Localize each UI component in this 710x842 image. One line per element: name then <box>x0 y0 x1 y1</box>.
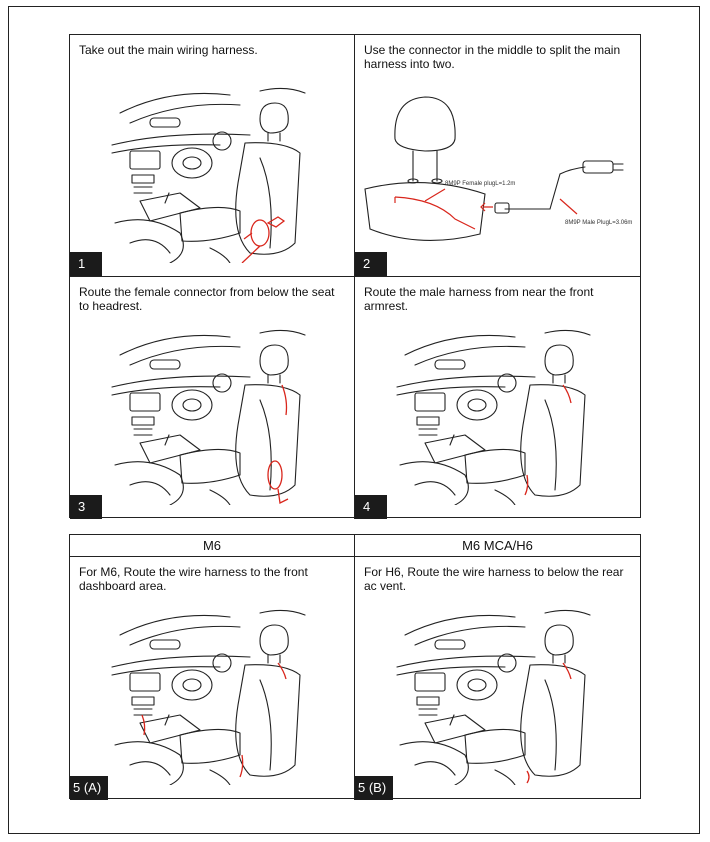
male-plug-label: 8M9P Male PlugL=3.06m <box>565 220 632 226</box>
step-card-3: Route the female connector from below th… <box>70 277 355 519</box>
car-interior-illustration <box>110 325 320 506</box>
variant-card-b: For H6, Route the wire harness to below … <box>355 557 640 800</box>
step-caption: Route the male harness from near the fro… <box>364 285 594 313</box>
variant-caption: For H6, Route the wire harness to below … <box>364 565 624 593</box>
step-card-4: Route the male harness from near the fro… <box>355 277 640 519</box>
step-card-2: Use the connector in the middle to split… <box>355 35 640 277</box>
variant-header-h6: M6 MCA/H6 <box>355 535 640 557</box>
step-caption: Route the female connector from below th… <box>79 285 335 313</box>
step-number-badge: 1 <box>70 252 102 276</box>
step-card-1: Take out the main wiring harness. 1 <box>70 35 355 277</box>
step-number-badge: 2 <box>355 252 387 276</box>
car-interior-illustration <box>110 605 320 786</box>
steps-grid: Take out the main wiring harness. 1 Use … <box>69 34 641 519</box>
car-interior-illustration <box>395 605 605 786</box>
variant-card-a: For M6, Route the wire harness to the fr… <box>70 557 355 800</box>
page-frame <box>8 6 700 834</box>
harness-split-diagram: 8M9P Female plugL=1.2m 8M9P Male PlugL=3… <box>355 79 640 259</box>
variant-caption: For M6, Route the wire harness to the fr… <box>79 565 308 593</box>
car-interior-illustration <box>395 325 605 506</box>
step-number-badge: 3 <box>70 495 102 519</box>
car-interior-illustration <box>110 83 320 264</box>
step-number-badge: 4 <box>355 495 387 519</box>
step-caption: Use the connector in the middle to split… <box>364 43 621 71</box>
variant-header-m6: M6 <box>70 535 355 557</box>
female-plug-label: 8M9P Female plugL=1.2m <box>445 181 515 187</box>
step-number-badge: 5 (A) <box>70 776 108 800</box>
step-number-badge: 5 (B) <box>355 776 393 800</box>
variants-table: M6 M6 MCA/H6 For M6, Route the wire harn… <box>69 534 641 800</box>
step-caption: Take out the main wiring harness. <box>79 43 258 57</box>
